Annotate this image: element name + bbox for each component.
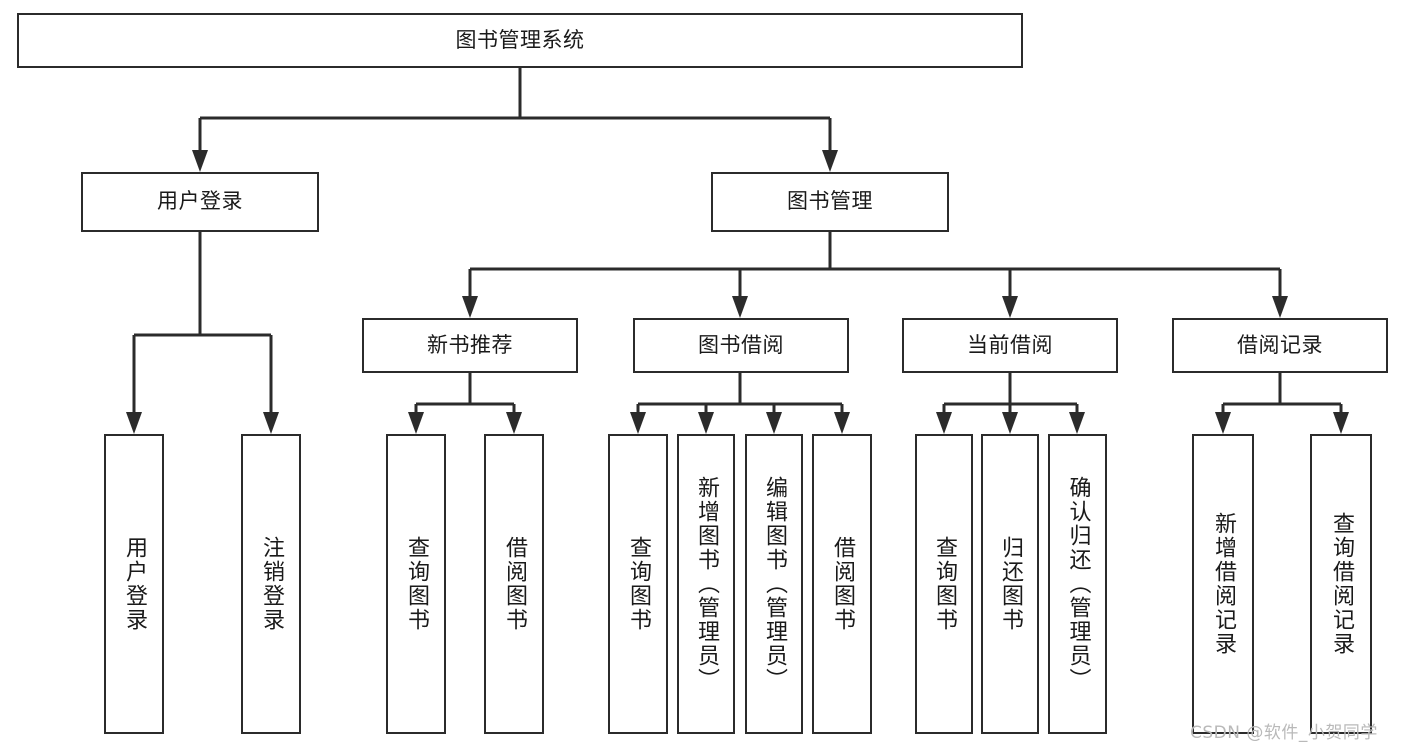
edge-borrow-arrowhead	[766, 412, 782, 434]
node-newbook[interactable]: 新书推荐	[362, 318, 578, 373]
node-label: 图书借阅	[698, 332, 784, 357]
edge-root-arrowhead	[192, 150, 208, 172]
node-label: 用户登录	[121, 536, 147, 632]
node-b-edit[interactable]: 编辑图书（管理员）	[745, 434, 803, 734]
node-label: 借阅记录	[1237, 332, 1323, 357]
node-l-login[interactable]: 用户登录	[104, 434, 164, 734]
edge-bookmgmt-arrowhead	[1272, 296, 1288, 318]
edge-bookmgmt-arrowhead	[1002, 296, 1018, 318]
node-label: 图书管理系统	[455, 27, 585, 52]
edge-records-arrowhead	[1333, 412, 1349, 434]
edge-borrow-arrowhead	[630, 412, 646, 434]
edge-bookmgmt-arrowhead	[732, 296, 748, 318]
node-login[interactable]: 用户登录	[81, 172, 319, 232]
node-r-add[interactable]: 新增借阅记录	[1192, 434, 1254, 734]
csdn-watermark: CSDN @软件_小贺同学	[1190, 723, 1378, 743]
node-label: 新书推荐	[427, 332, 513, 357]
edge-current-arrowhead	[1002, 412, 1018, 434]
node-c-confirm[interactable]: 确认归还（管理员）	[1048, 434, 1107, 734]
node-root[interactable]: 图书管理系统	[17, 13, 1023, 68]
edge-current-arrowhead	[1069, 412, 1085, 434]
node-label: 确认归还（管理员）	[1065, 476, 1091, 692]
node-label: 查询图书	[931, 536, 957, 632]
node-label: 图书管理	[787, 189, 873, 214]
node-l-logout[interactable]: 注销登录	[241, 434, 301, 734]
edge-newbook-arrowhead	[408, 412, 424, 434]
node-label: 借阅图书	[501, 536, 527, 632]
edge-bookmgmt-arrowhead	[462, 296, 478, 318]
node-borrow[interactable]: 图书借阅	[633, 318, 849, 373]
node-r-query[interactable]: 查询借阅记录	[1310, 434, 1372, 734]
node-c-return[interactable]: 归还图书	[981, 434, 1039, 734]
node-label: 新增借阅记录	[1210, 512, 1236, 656]
edge-records-arrowhead	[1215, 412, 1231, 434]
edge-current-arrowhead	[936, 412, 952, 434]
node-current[interactable]: 当前借阅	[902, 318, 1118, 373]
node-label: 查询图书	[625, 536, 651, 632]
node-c-query[interactable]: 查询图书	[915, 434, 973, 734]
edge-root-arrowhead	[822, 150, 838, 172]
node-records[interactable]: 借阅记录	[1172, 318, 1388, 373]
node-label: 注销登录	[258, 536, 284, 632]
node-label: 新增图书（管理员）	[693, 476, 719, 692]
node-label: 编辑图书（管理员）	[761, 476, 787, 692]
edge-login-arrowhead	[263, 412, 279, 434]
edge-borrow-arrowhead	[834, 412, 850, 434]
edge-borrow-arrowhead	[698, 412, 714, 434]
node-label: 借阅图书	[829, 536, 855, 632]
node-b-lend[interactable]: 借阅图书	[812, 434, 872, 734]
node-n-query[interactable]: 查询图书	[386, 434, 446, 734]
node-label: 用户登录	[157, 189, 243, 214]
node-b-add[interactable]: 新增图书（管理员）	[677, 434, 735, 734]
node-label: 当前借阅	[967, 332, 1053, 357]
edge-newbook-arrowhead	[506, 412, 522, 434]
node-label: 归还图书	[997, 536, 1023, 632]
node-b-query[interactable]: 查询图书	[608, 434, 668, 734]
node-bookmgmt[interactable]: 图书管理	[711, 172, 949, 232]
node-label: 查询借阅记录	[1328, 512, 1354, 656]
node-label: 查询图书	[403, 536, 429, 632]
node-n-borrow[interactable]: 借阅图书	[484, 434, 544, 734]
edge-login-arrowhead	[126, 412, 142, 434]
